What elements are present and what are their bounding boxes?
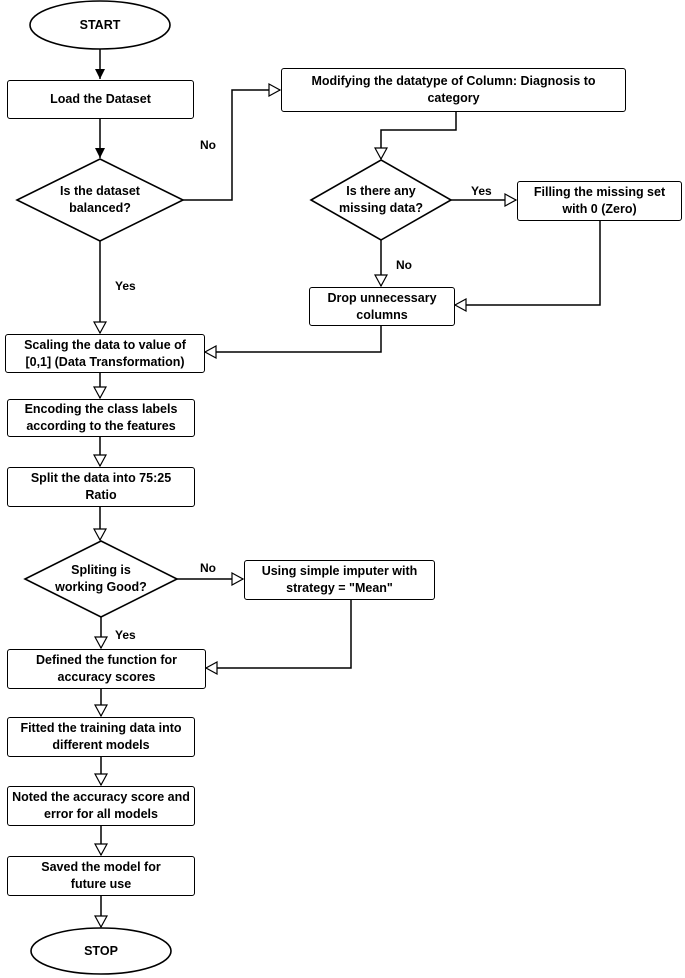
edge-label-no-missing: No <box>396 258 412 272</box>
start-label: START <box>79 17 121 32</box>
encoding-box: Encoding the class labels according to t… <box>7 399 195 437</box>
edge-drop-scale <box>205 326 382 352</box>
edge-label-no-split: No <box>200 561 216 575</box>
fit-models-box: Fitted the training data into different … <box>7 717 195 757</box>
balanced-question: Is the dataset balanced? <box>60 184 140 215</box>
edge-modify-missing <box>381 112 457 159</box>
split-question: Spliting is working Good? <box>55 563 147 594</box>
note-accuracy-box: Noted the accuracy score and error for a… <box>7 786 195 826</box>
missing-question: Is there any missing data? <box>338 184 424 215</box>
stop-label: STOP <box>84 943 118 958</box>
save-model-box: Saved the model for future use <box>7 856 195 896</box>
edge-label-yes-balanced: Yes <box>115 279 136 293</box>
edge-label-yes-split: Yes <box>115 628 136 642</box>
edge-imputer-define <box>206 600 352 668</box>
edge-fill-drop <box>455 221 601 305</box>
scaling-box: Scaling the data to value of [0,1] (Data… <box>5 334 205 373</box>
define-function-box: Defined the function for accuracy scores <box>7 649 206 689</box>
fill-missing-box: Filling the missing set with 0 (Zero) <box>517 181 682 221</box>
edge-label-no-balanced: No <box>200 138 216 152</box>
edge-label-yes-missing: Yes <box>471 184 492 198</box>
split-data-box: Split the data into 75:25 Ratio <box>7 467 195 507</box>
drop-columns-box: Drop unnecessary columns <box>309 287 455 326</box>
imputer-box: Using simple imputer with strategy = "Me… <box>244 560 435 600</box>
edge-balanced-modify <box>183 90 280 201</box>
modify-datatype-box: Modifying the datatype of Column: Diagno… <box>281 68 626 112</box>
load-dataset-box: Load the Dataset <box>7 80 194 119</box>
